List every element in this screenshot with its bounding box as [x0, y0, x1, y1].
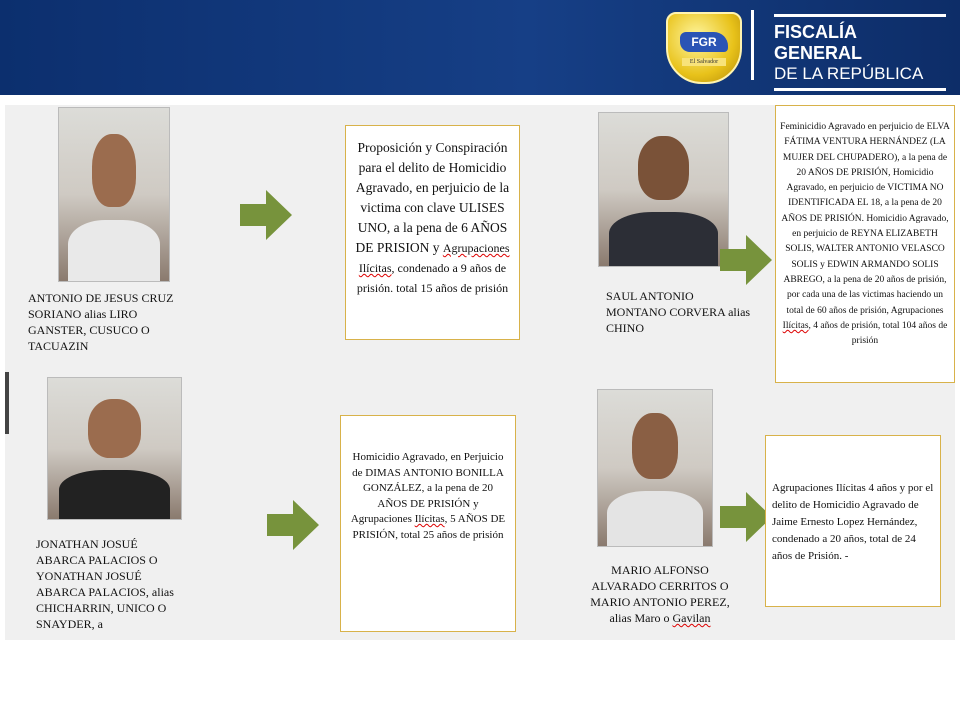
sentence-text: , 5 AÑOS DE PRISIÓN, total 25 años de pr… — [352, 513, 506, 541]
fgr-badge-logo: FGR El Salvador — [666, 12, 742, 84]
name-text: MARIO ALFONSO ALVARADO CERRITOS O MARIO … — [590, 563, 730, 625]
sentence-text: Agrupaciones Ilícitas — [358, 241, 510, 275]
photo-case-4 — [597, 389, 713, 547]
sentence-text: Agrupaciones Ilícitas 4 años y por el de… — [772, 482, 934, 562]
sentence-text: Ilícitas — [414, 513, 445, 525]
photo-case-3 — [47, 377, 182, 520]
title-line2: DE LA REPÚBLICA — [774, 64, 924, 83]
sentence-text: Feminicidio Agravado en perjuicio de ELV… — [780, 122, 950, 316]
badge-country: El Salvador — [682, 58, 726, 66]
badge-text: FGR — [680, 32, 728, 52]
institution-title: FISCALÍA GENERAL DE LA REPÚBLICA — [774, 14, 946, 91]
photo-case-1 — [58, 107, 170, 282]
photo-case-2 — [598, 112, 729, 267]
sentence-case-1: Proposición y Conspiración para el delit… — [345, 125, 520, 340]
sentence-text: Homicidio Agravado, en Perjuicio de DIMA… — [350, 451, 504, 525]
divider — [751, 10, 754, 80]
arrow-right-icon — [267, 500, 319, 550]
name-case-4: MARIO ALFONSO ALVARADO CERRITOS O MARIO … — [590, 562, 730, 626]
sentence-case-3: Homicidio Agravado, en Perjuicio de DIMA… — [340, 415, 516, 632]
name-case-2: SAUL ANTONIO MONTANO CORVERA alias CHINO — [606, 289, 751, 335]
sentence-text: Proposición y Conspiración para el delit… — [355, 140, 510, 255]
sentence-case-4: Agrupaciones Ilícitas 4 años y por el de… — [765, 435, 941, 607]
name-case-3: JONATHAN JOSUÉ ABARCA PALACIOS O YONATHA… — [36, 537, 174, 631]
arrow-right-icon — [240, 190, 292, 240]
name-text: Gavilan — [672, 611, 711, 625]
arrow-right-icon — [720, 492, 772, 542]
divider-mark — [5, 372, 9, 434]
arrow-right-icon — [720, 235, 772, 285]
title-line1: FISCALÍA GENERAL — [774, 22, 863, 63]
sentence-text: , condenado a 9 años de prisión. total 1… — [356, 261, 509, 295]
sentence-text: , 4 años de prisión, total 104 años de p… — [808, 320, 948, 347]
sentence-case-2: Feminicidio Agravado en perjuicio de ELV… — [775, 105, 955, 383]
sentence-text: Ilícitas — [782, 320, 809, 331]
header-banner: FGR El Salvador FISCALÍA GENERAL DE LA R… — [0, 0, 960, 95]
name-case-1: ANTONIO DE JESUS CRUZ SORIANO alias LIRO… — [28, 291, 174, 353]
